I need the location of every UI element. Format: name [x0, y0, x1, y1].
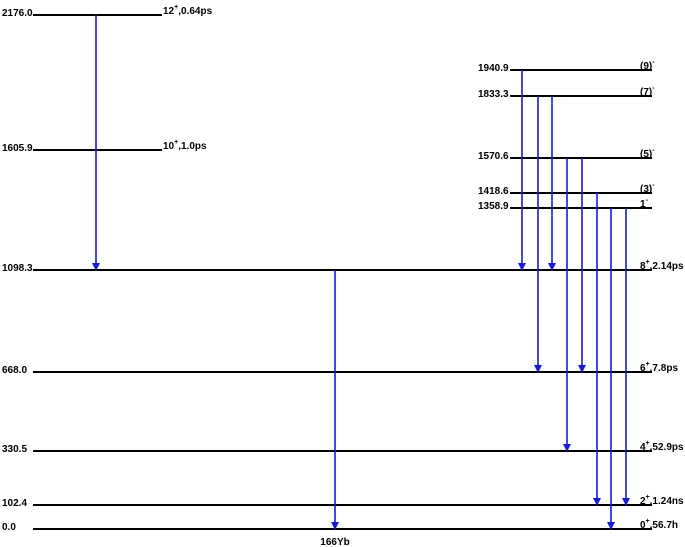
- gamma-transitions: [92, 15, 630, 530]
- parity-value: -: [652, 59, 655, 66]
- spin-label-l102: 2+,1.24ns: [640, 494, 684, 507]
- energy-label-l1098: 1098.3: [2, 263, 33, 274]
- spin-label-l1605: 10+,1.0ps: [163, 139, 207, 152]
- spin-value: 0: [640, 520, 646, 531]
- energy-label-l1418: 1418.6: [478, 186, 509, 197]
- parity-value: -: [646, 197, 649, 204]
- energy-label-l102: 102.4: [2, 498, 27, 509]
- energy-levels: [33, 14, 652, 530]
- spin-value: (3): [640, 184, 652, 195]
- parity-value: +: [646, 440, 650, 447]
- spin-label-l1570: (5)-: [640, 147, 655, 160]
- parity-value: +: [646, 518, 650, 525]
- parity-value: +: [646, 361, 650, 368]
- spin-label-l668: 6+,7.8ps: [640, 361, 678, 374]
- spin-value: 12: [163, 6, 175, 17]
- energy-label-l0: 0.0: [2, 522, 16, 533]
- lifetime-value: ,1.24ns: [650, 496, 684, 507]
- spin-value: 2: [640, 496, 646, 507]
- spin-label-l0: 0+,56.7h: [640, 518, 678, 531]
- spin-value: 8: [640, 261, 646, 272]
- lifetime-value: ,56.7h: [650, 520, 678, 531]
- spin-label-l1358: 1-: [640, 197, 649, 210]
- nucleus-label: 166Yb: [320, 537, 349, 547]
- lifetime-value: ,0.64ps: [178, 6, 212, 17]
- parity-value: -: [652, 85, 655, 92]
- lifetime-value: ,52.9ps: [650, 442, 684, 453]
- spin-value: (5): [640, 149, 652, 160]
- energy-label-l2176: 2176.0: [2, 8, 33, 19]
- spin-value: 1: [640, 199, 646, 210]
- energy-label-l1940: 1940.9: [478, 63, 509, 74]
- spin-label-l1098: 8+,2.14ps: [640, 259, 684, 272]
- parity-value: +: [174, 139, 178, 146]
- spin-value: 6: [640, 363, 646, 374]
- parity-value: -: [652, 147, 655, 154]
- spin-value: 10: [163, 141, 175, 152]
- spin-value: 4: [640, 442, 646, 453]
- spin-value: (9): [640, 61, 652, 72]
- spin-label-l1940: (9)-: [640, 59, 655, 72]
- spin-label-l330: 4+,52.9ps: [640, 440, 684, 453]
- energy-label-l1605: 1605.9: [2, 143, 33, 154]
- spin-label-l1833: (7)-: [640, 85, 655, 98]
- lifetime-value: ,7.8ps: [650, 363, 679, 374]
- energy-label-l1358: 1358.9: [478, 201, 509, 212]
- parity-value: +: [646, 494, 650, 501]
- spin-label-l1418: (3)-: [640, 182, 655, 195]
- lifetime-value: ,1.0ps: [178, 141, 207, 152]
- energy-label-l668: 668.0: [2, 365, 27, 376]
- energy-label-l1570: 1570.6: [478, 151, 509, 162]
- parity-value: +: [174, 4, 178, 11]
- parity-value: +: [646, 259, 650, 266]
- spin-label-l2176: 12+,0.64ps: [163, 4, 213, 17]
- energy-label-l330: 330.5: [2, 444, 27, 455]
- parity-value: -: [652, 182, 655, 189]
- spin-value: (7): [640, 87, 652, 98]
- energy-label-l1833: 1833.3: [478, 89, 509, 100]
- lifetime-value: ,2.14ps: [650, 261, 684, 272]
